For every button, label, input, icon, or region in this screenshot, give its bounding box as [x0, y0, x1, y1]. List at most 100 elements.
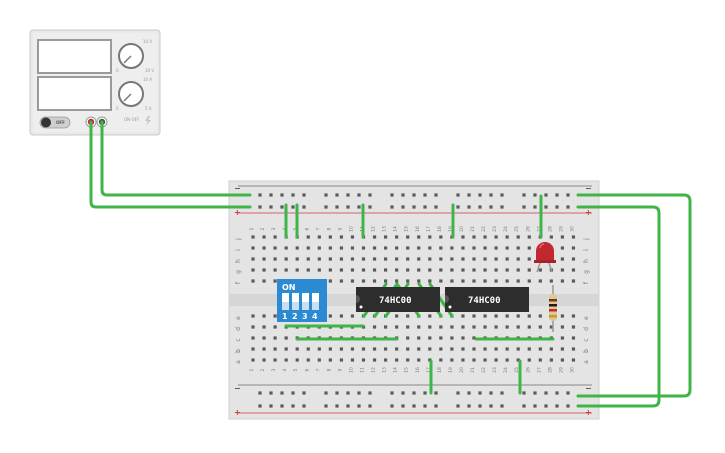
- hole-f30[interactable]: [571, 279, 576, 283]
- hole-g29[interactable]: [560, 268, 564, 272]
- rail-hole[interactable]: [335, 391, 339, 395]
- hole-e27[interactable]: [538, 314, 542, 318]
- hole-h26[interactable]: [527, 257, 531, 261]
- hole-f9[interactable]: [339, 279, 343, 283]
- rail-hole[interactable]: [368, 391, 372, 395]
- rail-hole[interactable]: [280, 404, 284, 408]
- rail-hole[interactable]: [522, 391, 526, 395]
- rail-hole[interactable]: [489, 391, 493, 395]
- hole-i6[interactable]: [306, 246, 310, 250]
- hole-d15[interactable]: [406, 325, 410, 329]
- rail-hole[interactable]: [269, 205, 273, 209]
- rail-hole[interactable]: [269, 193, 273, 197]
- hole-j17[interactable]: [428, 235, 432, 239]
- rail-hole[interactable]: [434, 193, 438, 197]
- hole-d16[interactable]: [417, 325, 421, 329]
- hole-d17[interactable]: [428, 325, 432, 329]
- rail-hole[interactable]: [269, 404, 273, 408]
- rail-hole[interactable]: [522, 404, 526, 408]
- hole-d19[interactable]: [450, 325, 454, 329]
- hole-a11[interactable]: [361, 358, 366, 362]
- dip-switch-toggle-1[interactable]: [282, 293, 289, 310]
- hole-b29[interactable]: [560, 347, 564, 351]
- hole-b30[interactable]: [571, 347, 576, 351]
- hole-a12[interactable]: [372, 358, 377, 362]
- hole-a3[interactable]: [273, 358, 277, 362]
- rail-hole[interactable]: [390, 404, 394, 408]
- hole-d20[interactable]: [461, 325, 465, 329]
- hole-h9[interactable]: [339, 257, 343, 261]
- hole-d28[interactable]: [549, 325, 553, 329]
- hole-e29[interactable]: [560, 314, 564, 318]
- rail-hole[interactable]: [478, 391, 482, 395]
- hole-f12[interactable]: [372, 279, 377, 283]
- hole-h2[interactable]: [262, 257, 266, 261]
- rail-hole[interactable]: [566, 391, 570, 395]
- hole-i4[interactable]: [284, 246, 288, 250]
- hole-h29[interactable]: [560, 257, 564, 261]
- hole-i20[interactable]: [461, 246, 465, 250]
- hole-f28[interactable]: [549, 279, 553, 283]
- chip-74hc00-right[interactable]: 74HC00: [445, 287, 529, 312]
- dip-switch-toggle-4[interactable]: [312, 293, 319, 310]
- rail-hole[interactable]: [324, 404, 328, 408]
- rail-hole[interactable]: [467, 193, 471, 197]
- hole-f11[interactable]: [361, 279, 366, 283]
- hole-g16[interactable]: [417, 268, 421, 272]
- hole-b13[interactable]: [384, 347, 388, 351]
- hole-e9[interactable]: [339, 314, 343, 318]
- rail-hole[interactable]: [269, 391, 273, 395]
- rail-hole[interactable]: [467, 391, 471, 395]
- hole-h13[interactable]: [384, 257, 388, 261]
- hole-j20[interactable]: [461, 235, 465, 239]
- hole-g20[interactable]: [461, 268, 465, 272]
- resistor[interactable]: [549, 285, 557, 332]
- rail-hole[interactable]: [489, 404, 493, 408]
- hole-j18[interactable]: [439, 235, 443, 239]
- hole-f29[interactable]: [560, 279, 564, 283]
- rail-hole[interactable]: [478, 193, 482, 197]
- hole-e15[interactable]: [406, 314, 410, 318]
- hole-i13[interactable]: [384, 246, 388, 250]
- rail-hole[interactable]: [324, 193, 328, 197]
- hole-b22[interactable]: [483, 347, 487, 351]
- hole-f18[interactable]: [439, 279, 443, 283]
- hole-j23[interactable]: [494, 235, 498, 239]
- hole-i14[interactable]: [395, 246, 399, 250]
- hole-g4[interactable]: [284, 268, 288, 272]
- hole-d25[interactable]: [516, 325, 520, 329]
- rail-hole[interactable]: [335, 205, 339, 209]
- hole-i21[interactable]: [472, 246, 476, 250]
- wire-right-outer[interactable]: [576, 193, 692, 398]
- hole-a4[interactable]: [284, 358, 288, 362]
- hole-g21[interactable]: [472, 268, 476, 272]
- hole-e17[interactable]: [428, 314, 432, 318]
- rail-hole[interactable]: [423, 404, 427, 408]
- rail-hole[interactable]: [346, 391, 350, 395]
- hole-i7[interactable]: [317, 246, 321, 250]
- hole-d3[interactable]: [273, 325, 277, 329]
- hole-g11[interactable]: [361, 268, 366, 272]
- hole-f10[interactable]: [350, 279, 355, 283]
- rail-hole[interactable]: [544, 404, 548, 408]
- rail-hole[interactable]: [368, 205, 372, 209]
- hole-b12[interactable]: [372, 347, 377, 351]
- rail-hole[interactable]: [489, 193, 493, 197]
- hole-h7[interactable]: [317, 257, 321, 261]
- hole-b2[interactable]: [262, 347, 266, 351]
- hole-b26[interactable]: [527, 347, 531, 351]
- hole-h12[interactable]: [372, 257, 377, 261]
- hole-a10[interactable]: [350, 358, 355, 362]
- hole-a26[interactable]: [527, 358, 531, 362]
- hole-d22[interactable]: [483, 325, 487, 329]
- hole-e26[interactable]: [527, 314, 531, 318]
- hole-a14[interactable]: [395, 358, 399, 362]
- hole-h16[interactable]: [417, 257, 421, 261]
- hole-i26[interactable]: [527, 246, 531, 250]
- hole-h23[interactable]: [494, 257, 498, 261]
- hole-h21[interactable]: [472, 257, 476, 261]
- hole-j10[interactable]: [350, 235, 355, 239]
- hole-b28[interactable]: [549, 347, 553, 351]
- hole-j15[interactable]: [406, 235, 410, 239]
- hole-i17[interactable]: [428, 246, 432, 250]
